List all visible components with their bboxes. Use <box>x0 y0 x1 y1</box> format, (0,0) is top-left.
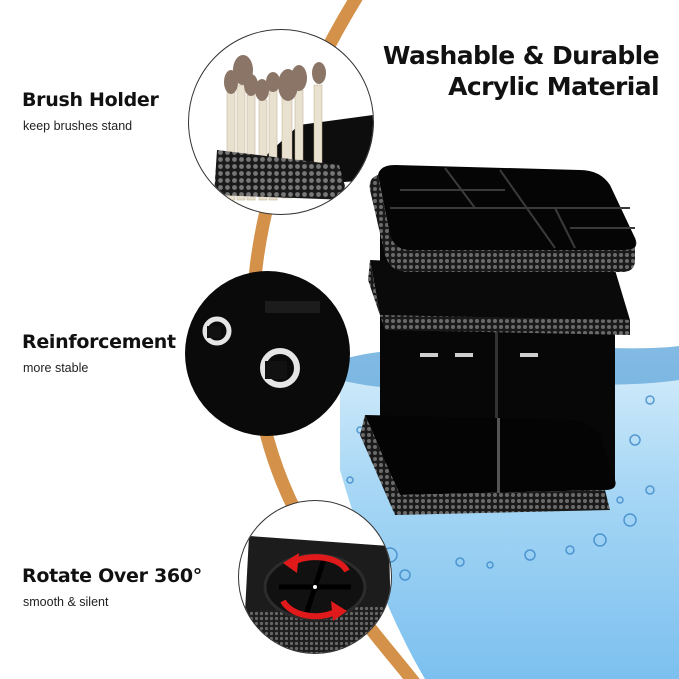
brush-icon <box>214 55 373 201</box>
feature-title-reinforcement: Reinforcement <box>22 331 176 353</box>
reinforcement-closeup <box>185 271 350 436</box>
headline-line-1: Washable & Durable <box>382 41 660 70</box>
feature-subtitle-brush-holder: keep brushes stand <box>23 119 133 133</box>
feature-subtitle-rotate: smooth & silent <box>23 595 109 609</box>
headline-line-2: Acrylic Material <box>448 72 659 101</box>
feature-title-brush-holder: Brush Holder <box>22 89 159 111</box>
brush-holder-closeup <box>188 29 374 215</box>
headline: Washable & Durable Acrylic Material <box>382 40 660 102</box>
rotate-closeup <box>238 500 392 654</box>
product-organizer <box>360 165 637 515</box>
clip-icon <box>202 301 320 388</box>
rotate-arrows-icon <box>239 536 391 653</box>
feature-title-rotate: Rotate Over 360° <box>22 565 202 587</box>
feature-subtitle-reinforcement: more stable <box>23 361 89 375</box>
